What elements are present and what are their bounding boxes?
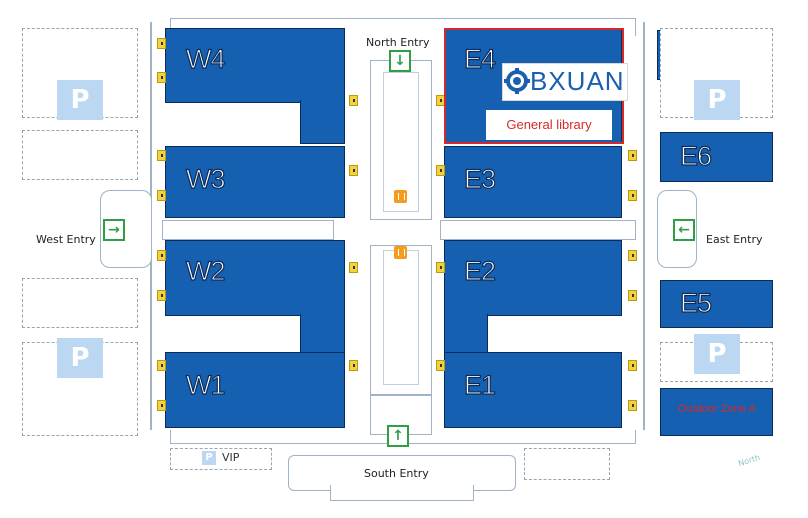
restroom-icon	[157, 72, 166, 83]
hall-e3-label: E3	[463, 163, 496, 194]
restroom-icon	[157, 400, 166, 411]
restroom-icon	[157, 250, 166, 261]
hall-w2-wing[interactable]	[300, 314, 345, 354]
vip-parking-label: VIP	[222, 451, 240, 464]
east-connector	[440, 220, 636, 240]
food-service-icon	[394, 246, 407, 259]
restroom-icon	[349, 95, 358, 106]
hall-e5[interactable]	[660, 280, 773, 328]
hall-e3[interactable]	[444, 146, 622, 218]
restroom-icon	[157, 190, 166, 201]
south-entry-icon[interactable]: ↑	[387, 425, 409, 447]
hall-e2-wing[interactable]	[444, 314, 488, 354]
west-entry-label: West Entry	[36, 233, 96, 246]
restroom-icon	[628, 190, 637, 201]
vip-parking-area	[170, 448, 272, 470]
restroom-icon	[157, 150, 166, 161]
parking-badge-se: P	[694, 334, 740, 374]
restroom-icon	[628, 290, 637, 301]
restroom-icon	[349, 165, 358, 176]
north-entry-icon[interactable]: ↓	[389, 50, 411, 72]
hall-e6-label: E6	[679, 140, 712, 171]
east-entry-label: East Entry	[706, 233, 763, 246]
hall-w3-label: W3	[185, 163, 226, 194]
parking-badge-sw: P	[57, 338, 103, 378]
food-service-icon	[394, 190, 407, 203]
restroom-icon	[628, 360, 637, 371]
hall-e1-label: E1	[463, 369, 496, 400]
south-entry-label: South Entry	[364, 467, 429, 480]
restroom-icon	[349, 262, 358, 273]
hall-w1[interactable]	[165, 352, 345, 428]
hall-e4-label: E4	[463, 43, 496, 74]
brand-caption-panel	[486, 110, 612, 140]
restroom-icon	[157, 360, 166, 371]
parking-badge-ne: P	[694, 80, 740, 120]
restroom-icon	[157, 290, 166, 301]
central-corridor-inner-south	[383, 250, 419, 385]
parking-area-w2	[22, 130, 138, 180]
restroom-icon	[628, 150, 637, 161]
east-entry-icon[interactable]: ←	[673, 219, 695, 241]
compass-label: North	[737, 452, 762, 469]
restroom-icon	[436, 262, 445, 273]
restroom-icon	[436, 165, 445, 176]
hall-e6[interactable]	[660, 132, 773, 182]
west-connector	[162, 220, 334, 240]
hall-e5-label: E5	[679, 287, 712, 318]
east-frame-edge	[643, 22, 645, 430]
west-entry-icon[interactable]: →	[103, 219, 125, 241]
hall-e2-label: E2	[463, 255, 496, 286]
hall-w3[interactable]	[165, 146, 345, 218]
hall-e1[interactable]	[444, 352, 622, 428]
central-corridor-inner-north	[383, 72, 419, 212]
hall-w2-label: W2	[185, 255, 226, 286]
parking-badge-nw: P	[57, 80, 103, 120]
restroom-icon	[436, 360, 445, 371]
restroom-icon	[628, 250, 637, 261]
hall-w4[interactable]	[165, 28, 345, 103]
restroom-icon	[157, 38, 166, 49]
vip-parking-badge: P	[202, 451, 216, 465]
parking-area-south-east	[524, 448, 610, 480]
hall-w4-label: W4	[185, 43, 226, 74]
south-entry-steps	[330, 485, 474, 501]
north-entry-label: North Entry	[366, 36, 430, 49]
outdoor-zone-a[interactable]	[660, 388, 773, 436]
gear-logo-icon	[504, 68, 530, 94]
restroom-icon	[628, 400, 637, 411]
parking-area-w3	[22, 278, 138, 328]
hall-w2[interactable]	[165, 240, 345, 316]
brand-caption: General library	[506, 117, 592, 132]
hall-e2[interactable]	[444, 240, 622, 316]
hall-w1-label: W1	[185, 369, 226, 400]
hall-w4-wing[interactable]	[300, 100, 345, 144]
brand-name: BXUAN	[530, 66, 625, 96]
restroom-icon	[349, 360, 358, 371]
outdoor-zone-a-label: Outdoor Zone A	[678, 403, 756, 415]
